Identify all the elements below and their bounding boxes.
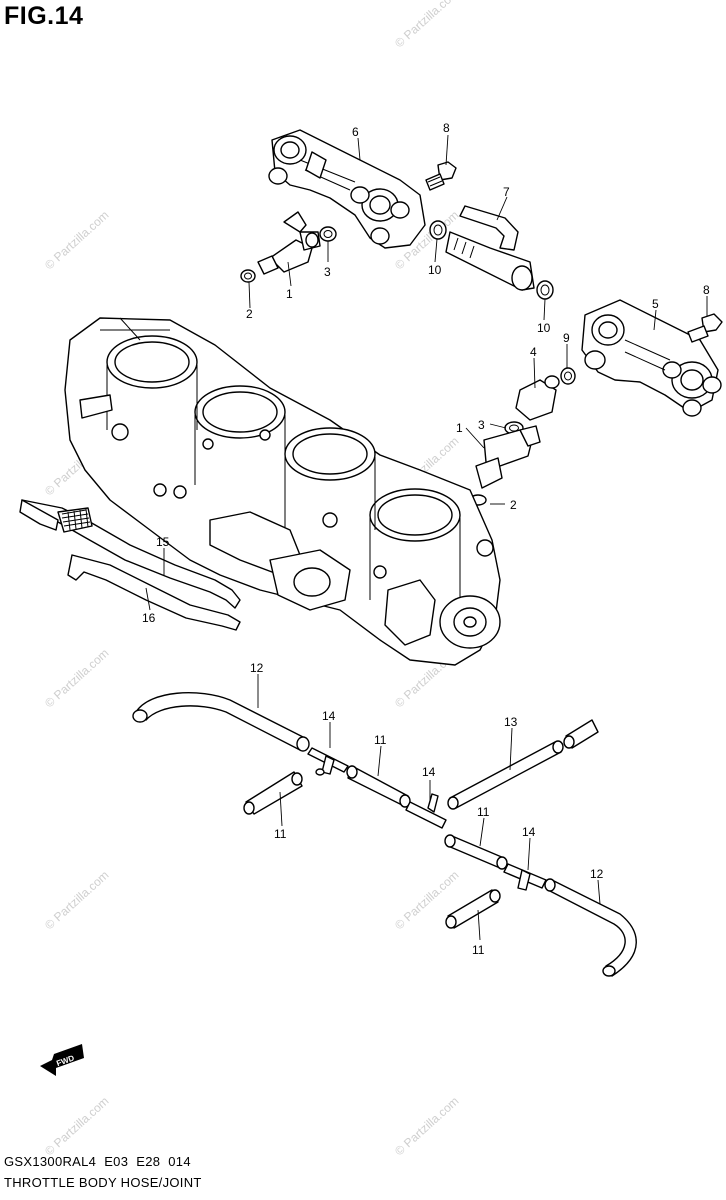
callout-11-middle: 11 — [374, 733, 387, 747]
callout-10-lower: 10 — [537, 321, 551, 335]
tee-joint-middle[interactable] — [405, 793, 447, 829]
callout-11-left: 11 — [274, 827, 287, 841]
o-ring-10-upper[interactable] — [429, 220, 447, 240]
callout-11-bottom: 11 — [472, 943, 485, 957]
joint-elbow[interactable] — [515, 375, 560, 421]
callout-7: 7 — [503, 185, 510, 199]
fuel-rail-right[interactable] — [581, 299, 722, 417]
joint-pipe[interactable] — [445, 205, 535, 291]
tee-joint-left[interactable] — [307, 747, 349, 776]
hose-11-c[interactable] — [447, 835, 505, 869]
fuel-rail-upper[interactable] — [268, 129, 426, 249]
injector-lower[interactable] — [475, 425, 541, 489]
callout-10-upper: 10 — [428, 263, 442, 277]
callout-8-upper: 8 — [443, 121, 450, 135]
seal-upper[interactable] — [240, 269, 256, 283]
callout-1-lower: 1 — [456, 421, 463, 435]
callout-12-right: 12 — [590, 867, 604, 881]
callout-15: 15 — [156, 535, 170, 549]
callout-9: 9 — [563, 331, 570, 345]
model-code: GSX1300RAL4 — [4, 1154, 97, 1169]
hose-12-left[interactable] — [135, 692, 306, 751]
callout-14-right: 14 — [522, 825, 536, 839]
callout-13: 13 — [504, 715, 518, 729]
callout-8-right: 8 — [703, 283, 710, 297]
o-ring-9[interactable] — [560, 367, 576, 385]
hose-16[interactable] — [67, 554, 241, 631]
callout-1-upper: 1 — [286, 287, 293, 301]
model-line: GSX1300RAL4 E03 E28 014 — [4, 1154, 199, 1169]
figure-title: FIG.14 — [4, 2, 84, 30]
callout-5: 5 — [652, 297, 659, 311]
hose-12-right[interactable] — [547, 879, 637, 977]
callout-3-lower: 3 — [478, 418, 485, 432]
callout-14-left: 14 — [322, 709, 336, 723]
callout-4: 4 — [530, 345, 537, 359]
figure-caption: THROTTLE BODY HOSE/JOINT — [4, 1175, 202, 1190]
callout-6: 6 — [352, 125, 359, 139]
callout-16: 16 — [142, 611, 156, 625]
o-ring-upper[interactable] — [319, 226, 337, 242]
tee-joint-right[interactable] — [503, 863, 547, 891]
leader-lines — [145, 134, 708, 941]
region-code: 014 — [168, 1154, 191, 1169]
bolt-upper[interactable] — [425, 161, 457, 191]
hose-13[interactable] — [449, 741, 562, 809]
region-code: E28 — [136, 1154, 161, 1169]
region-code: E03 — [104, 1154, 129, 1169]
injector-upper[interactable] — [257, 211, 321, 275]
callout-14-middle: 14 — [422, 765, 436, 779]
fwd-arrow-icon: FWD — [40, 1044, 84, 1076]
hose-15[interactable] — [19, 499, 241, 609]
callout-11-right: 11 — [477, 805, 490, 819]
callout-2-upper: 2 — [246, 307, 253, 321]
bolt-right[interactable] — [687, 313, 723, 343]
callout-3-upper: 3 — [324, 265, 331, 279]
o-ring-10-lower[interactable] — [536, 280, 554, 300]
callout-12-left: 12 — [250, 661, 264, 675]
callout-2-lower: 2 — [510, 498, 517, 512]
throttle-body-assembly[interactable] — [64, 317, 501, 666]
